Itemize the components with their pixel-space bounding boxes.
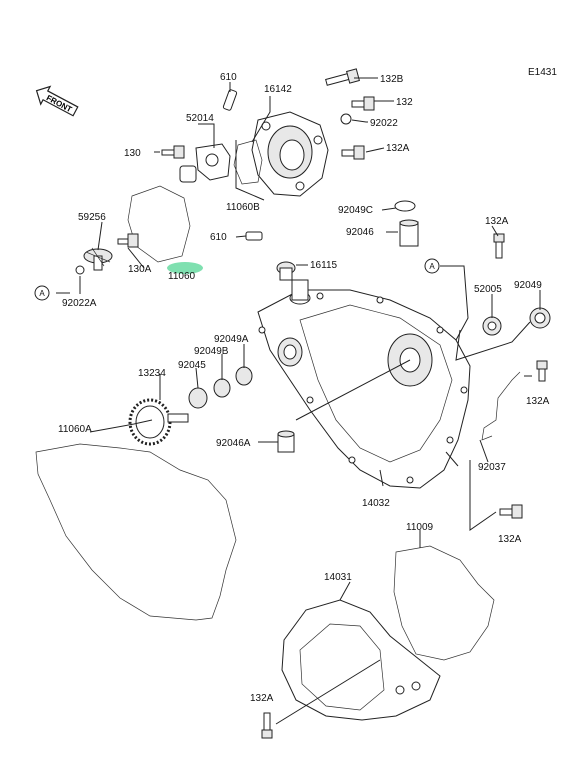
label-92049b: 92049B (194, 346, 229, 357)
label-610-top: 610 (220, 72, 237, 83)
label-52014: 52014 (186, 113, 214, 124)
label-132a-bottom: 132A (250, 693, 274, 704)
bolt-132a-bottom (261, 712, 273, 739)
pipe-52014 (179, 143, 231, 183)
label-132a-top: 132A (386, 143, 410, 154)
label-92046a: 92046A (216, 438, 251, 449)
callout-a-right: A (424, 258, 440, 274)
cap-16115 (276, 261, 296, 281)
bolt-132b (325, 68, 360, 86)
gasket-11060a (35, 443, 237, 621)
cover-14031 (281, 599, 441, 721)
pump-housing-16142 (251, 111, 329, 197)
label-11060a: 11060A (58, 424, 92, 435)
washer-92022a (75, 265, 85, 275)
seal-92049 (529, 307, 551, 329)
label-52005: 52005 (474, 284, 502, 295)
leader-lines (56, 77, 541, 725)
label-610-bottom: 610 (210, 232, 227, 243)
pin-610-top (222, 89, 238, 111)
svg-text:A: A (429, 262, 435, 271)
label-13234: 13234 (138, 368, 166, 379)
label-92022a: 92022A (62, 298, 97, 309)
label-92022: 92022 (370, 118, 398, 129)
label-11060: 11060 (168, 271, 196, 282)
bolt-132a-right3 (499, 504, 523, 519)
bolt-132a-right2 (536, 360, 548, 382)
washer-92022 (340, 113, 352, 125)
bushing-92046 (399, 219, 419, 247)
label-132b: 132B (380, 74, 404, 85)
gasket-11060b (233, 139, 263, 185)
bearing-92045 (188, 387, 208, 409)
bolt-130 (161, 145, 185, 159)
label-16115: 16115 (310, 260, 338, 271)
impeller-59256 (83, 247, 113, 271)
label-14032: 14032 (362, 498, 390, 509)
seal-92049a (235, 366, 253, 386)
bolt-132 (351, 96, 375, 111)
gear-13234 (128, 398, 189, 446)
label-92045: 92045 (178, 360, 206, 371)
label-130: 130 (124, 148, 141, 159)
bolt-132a-top (341, 145, 365, 160)
bolt-130a (117, 233, 139, 248)
seal-92049b (213, 378, 231, 398)
label-132a-right1: 132A (485, 216, 509, 227)
label-16142: 16142 (264, 84, 292, 95)
gasket-11060 (127, 185, 191, 263)
label-92046: 92046 (346, 227, 374, 238)
pin-610-bottom (245, 231, 263, 241)
seal-92049c (394, 200, 416, 212)
label-14031: 14031 (324, 572, 352, 583)
bolt-132a-right1 (493, 233, 505, 259)
label-92037: 92037 (478, 462, 506, 473)
label-92049c: 92049C (338, 205, 373, 216)
label-11009: 11009 (406, 522, 434, 533)
clip-92037 (481, 371, 521, 441)
label-92049: 92049 (514, 280, 542, 291)
front-arrow-icon: FRONT (35, 85, 79, 117)
gasket-11009 (393, 545, 495, 661)
label-132: 132 (396, 97, 413, 108)
diagram-code: E1431 (528, 67, 557, 78)
callout-a-left: A (34, 285, 50, 301)
part-labels: 610 132B 16142 132 52014 92022 130 132A … (58, 72, 550, 704)
label-92049a: 92049A (214, 334, 249, 345)
bushing-92046a (277, 430, 295, 453)
label-132a-right2: 132A (526, 396, 550, 407)
label-59256: 59256 (78, 212, 106, 223)
highlight-marker (167, 262, 203, 274)
svg-text:A: A (39, 289, 45, 298)
label-11060b: 11060B (226, 202, 260, 213)
bearing-52005 (482, 316, 502, 336)
label-132a-right3: 132A (498, 534, 522, 545)
label-130a: 130A (128, 264, 152, 275)
